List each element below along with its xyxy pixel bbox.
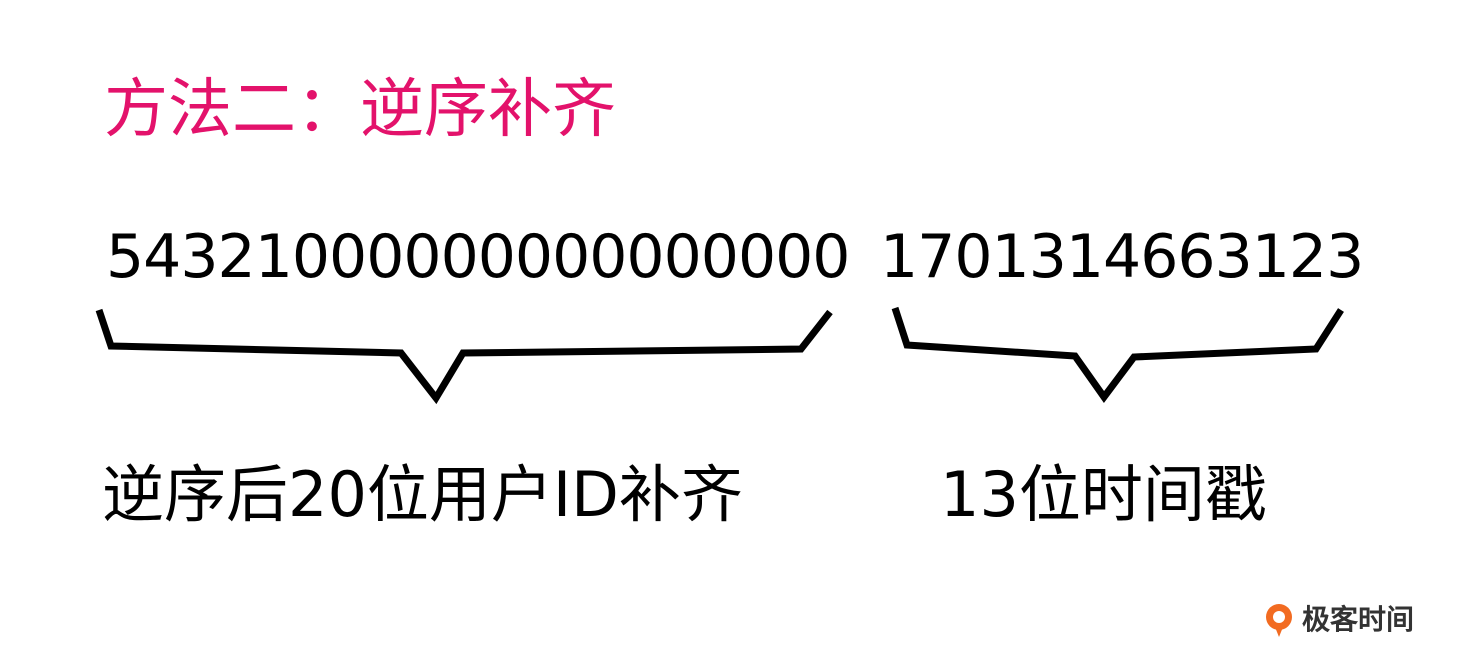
- page-title: 方法二：逆序补齐: [104, 73, 616, 147]
- left-brace: [95, 308, 833, 405]
- timestamp-number: 1701314663123: [880, 222, 1364, 292]
- reversed-userid-label: 逆序后20位用户ID补齐: [102, 458, 743, 531]
- right-brace: [891, 306, 1344, 403]
- brand-logo: 极客时间: [1262, 600, 1414, 640]
- geektime-logo-icon: [1266, 604, 1292, 637]
- timestamp-label: 13位时间戳: [940, 458, 1267, 531]
- reversed-userid-number: 54321000000000000000: [106, 222, 850, 292]
- logo-text: 极客时间: [1302, 603, 1415, 636]
